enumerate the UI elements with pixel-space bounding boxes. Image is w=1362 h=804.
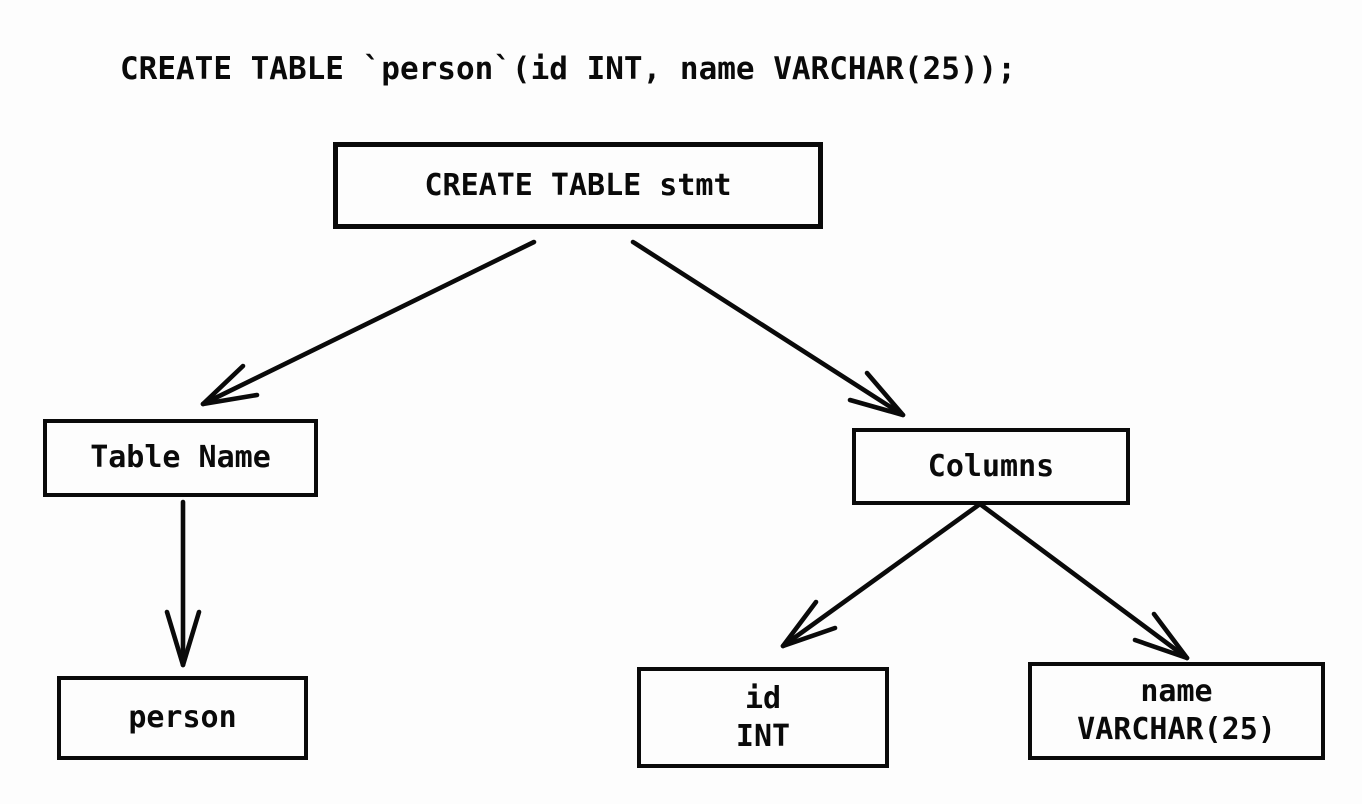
arrow-head-icon (164, 609, 202, 668)
arrow-shaft (200, 239, 537, 407)
sql-statement-code: CREATE TABLE `person`(id INT, name VARCH… (120, 51, 1016, 87)
node-label-line: name (1140, 674, 1213, 709)
arrow-head-icon (200, 363, 260, 407)
edge-table-name-to-person (164, 499, 202, 668)
edge-root-to-table-name (200, 239, 537, 407)
node-label-line: id (744, 680, 782, 716)
node-column-name: name VARCHAR(25) (1028, 662, 1325, 760)
edge-columns-to-name (977, 501, 1190, 661)
node-label-line: INT (735, 718, 791, 754)
node-column-id: id INT (637, 667, 889, 768)
node-label: Columns (927, 448, 1055, 484)
node-label-line: VARCHAR(25) (1077, 712, 1276, 747)
node-label: person (128, 700, 237, 735)
node-label: CREATE TABLE stmt (424, 167, 732, 203)
arrow-head-icon (1132, 611, 1190, 661)
node-person: person (57, 676, 308, 760)
arrow-shaft (630, 239, 906, 418)
arrow-shaft (977, 501, 1190, 661)
edge-columns-to-id (780, 501, 983, 649)
arrow-shaft (780, 501, 983, 649)
arrow-head-icon (847, 370, 906, 418)
arrow-head-icon (780, 599, 838, 649)
node-label: Table Name (90, 440, 271, 475)
edge-root-to-columns (630, 239, 906, 418)
node-create-table-stmt: CREATE TABLE stmt (333, 142, 823, 229)
node-table-name: Table Name (43, 419, 318, 497)
node-columns: Columns (852, 428, 1130, 505)
